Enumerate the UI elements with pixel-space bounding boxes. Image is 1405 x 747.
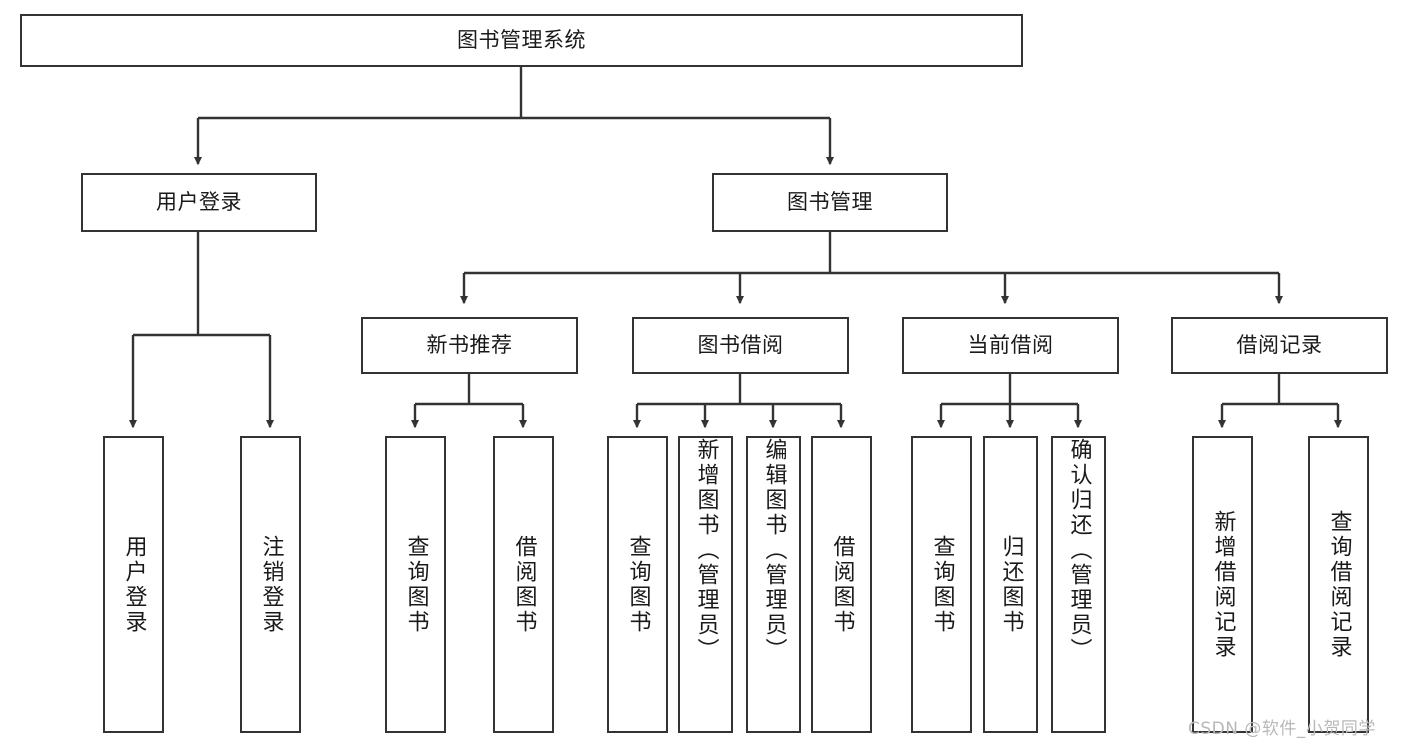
node-leaf-query-book-current[interactable]: 查询图书	[911, 436, 972, 733]
node-label: 查询借阅记录	[1326, 509, 1352, 660]
node-leaf-borrow-book[interactable]: 借阅图书	[811, 436, 872, 733]
node-new-book-recommend[interactable]: 新书推荐	[361, 317, 578, 374]
node-book-borrow[interactable]: 图书借阅	[632, 317, 849, 374]
edge-borrowrecord-to-leaves	[1217, 374, 1343, 429]
node-leaf-user-login[interactable]: 用户登录	[103, 436, 164, 733]
node-borrow-record[interactable]: 借阅记录	[1171, 317, 1388, 374]
node-leaf-edit-book-admin[interactable]: 编辑图书（管理员）	[746, 436, 801, 733]
edge-currentborrow-to-leaves	[936, 374, 1083, 429]
node-user-login[interactable]: 用户登录	[81, 173, 317, 232]
edge-newbook-to-leaves	[410, 374, 528, 429]
node-leaf-add-book-admin[interactable]: 新增图书（管理员）	[678, 436, 733, 733]
node-label: 编辑图书（管理员）	[761, 438, 787, 663]
node-label: 确认归还（管理员）	[1066, 438, 1092, 663]
node-label: 新增借阅记录	[1210, 509, 1236, 660]
node-label: 借阅图书	[829, 534, 855, 635]
node-label: 用户登录	[156, 190, 242, 215]
node-label: 注销登录	[258, 534, 284, 635]
node-label: 当前借阅	[967, 333, 1054, 358]
node-leaf-add-borrow-record[interactable]: 新增借阅记录	[1192, 436, 1253, 733]
node-leaf-query-borrow-record[interactable]: 查询借阅记录	[1308, 436, 1369, 733]
node-book-management[interactable]: 图书管理	[712, 173, 948, 232]
node-label: 归还图书	[998, 534, 1024, 635]
node-leaf-return-book[interactable]: 归还图书	[983, 436, 1038, 733]
node-label: 图书管理系统	[457, 28, 586, 53]
edge-bookborrow-to-leaves	[632, 374, 846, 429]
node-label: 查询图书	[403, 534, 429, 635]
node-leaf-query-book-borrow[interactable]: 查询图书	[607, 436, 668, 733]
node-root-book-management-system[interactable]: 图书管理系统	[20, 14, 1023, 67]
edge-bookmgmt-to-level3	[459, 232, 1284, 305]
node-leaf-confirm-return-admin[interactable]: 确认归还（管理员）	[1051, 436, 1106, 733]
node-label: 新增图书（管理员）	[693, 438, 719, 663]
node-label: 用户登录	[121, 534, 147, 635]
node-leaf-logout[interactable]: 注销登录	[240, 436, 301, 733]
node-label: 借阅记录	[1236, 333, 1323, 358]
node-label: 图书管理	[787, 190, 873, 215]
node-label: 借阅图书	[511, 534, 537, 635]
node-label: 查询图书	[625, 534, 651, 635]
watermark-text: CSDN @软件_小贺同学	[1188, 719, 1376, 739]
node-label: 图书借阅	[697, 333, 784, 358]
edge-root-to-level2	[193, 67, 835, 166]
node-leaf-borrow-book-recommend[interactable]: 借阅图书	[493, 436, 554, 733]
node-current-borrow[interactable]: 当前借阅	[902, 317, 1119, 374]
edge-userlogin-to-leaves	[128, 232, 275, 429]
node-label: 查询图书	[929, 534, 955, 635]
node-label: 新书推荐	[426, 333, 513, 358]
node-leaf-query-book-recommend[interactable]: 查询图书	[385, 436, 446, 733]
